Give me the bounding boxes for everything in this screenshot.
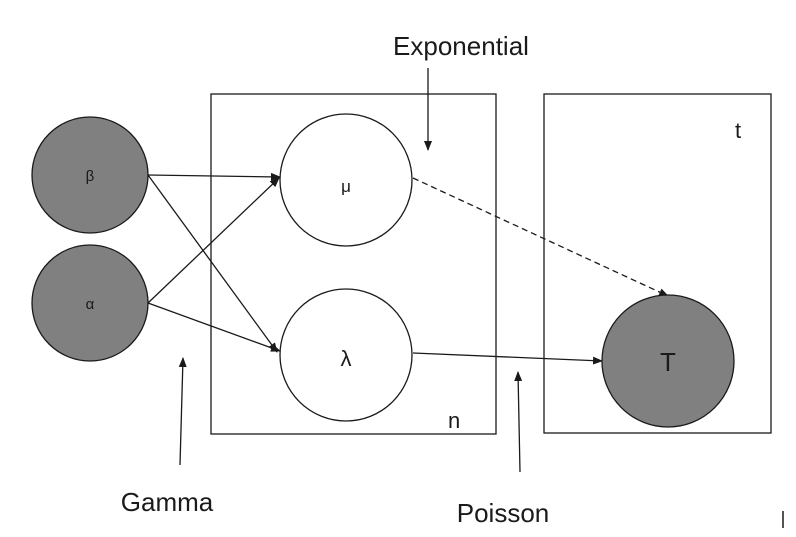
- node-mu: μ: [279, 113, 413, 247]
- node-lambda: λ: [279, 288, 413, 422]
- plate-n: [210, 93, 497, 435]
- poisson-pointer: [514, 371, 523, 473]
- node-lambda-label: λ: [341, 346, 352, 371]
- node-alpha: α: [31, 244, 149, 362]
- plate-n-label: n: [448, 408, 460, 433]
- node-beta-label: β: [86, 168, 95, 185]
- poisson-label: Poisson: [457, 498, 550, 528]
- plate-t-label: t: [735, 118, 741, 143]
- edge-beta-to-mu: [147, 172, 281, 181]
- gamma-label: Gamma: [121, 487, 214, 517]
- node-mu-label: μ: [341, 177, 351, 196]
- node-T-label: T: [660, 347, 676, 377]
- edge-mu-to-T: [412, 177, 669, 297]
- node-T: T: [601, 294, 735, 428]
- edge-alpha-to-mu: [147, 177, 280, 304]
- exponential-label: Exponential: [393, 31, 529, 61]
- node-alpha-label: α: [86, 296, 95, 313]
- edge-beta-to-lambda: [147, 174, 278, 353]
- node-beta: β: [31, 116, 149, 234]
- gamma-pointer: [178, 357, 187, 466]
- edge-alpha-to-lambda: [147, 302, 281, 352]
- edge-lambda-to-T: [412, 352, 603, 365]
- plate-t: [543, 93, 772, 434]
